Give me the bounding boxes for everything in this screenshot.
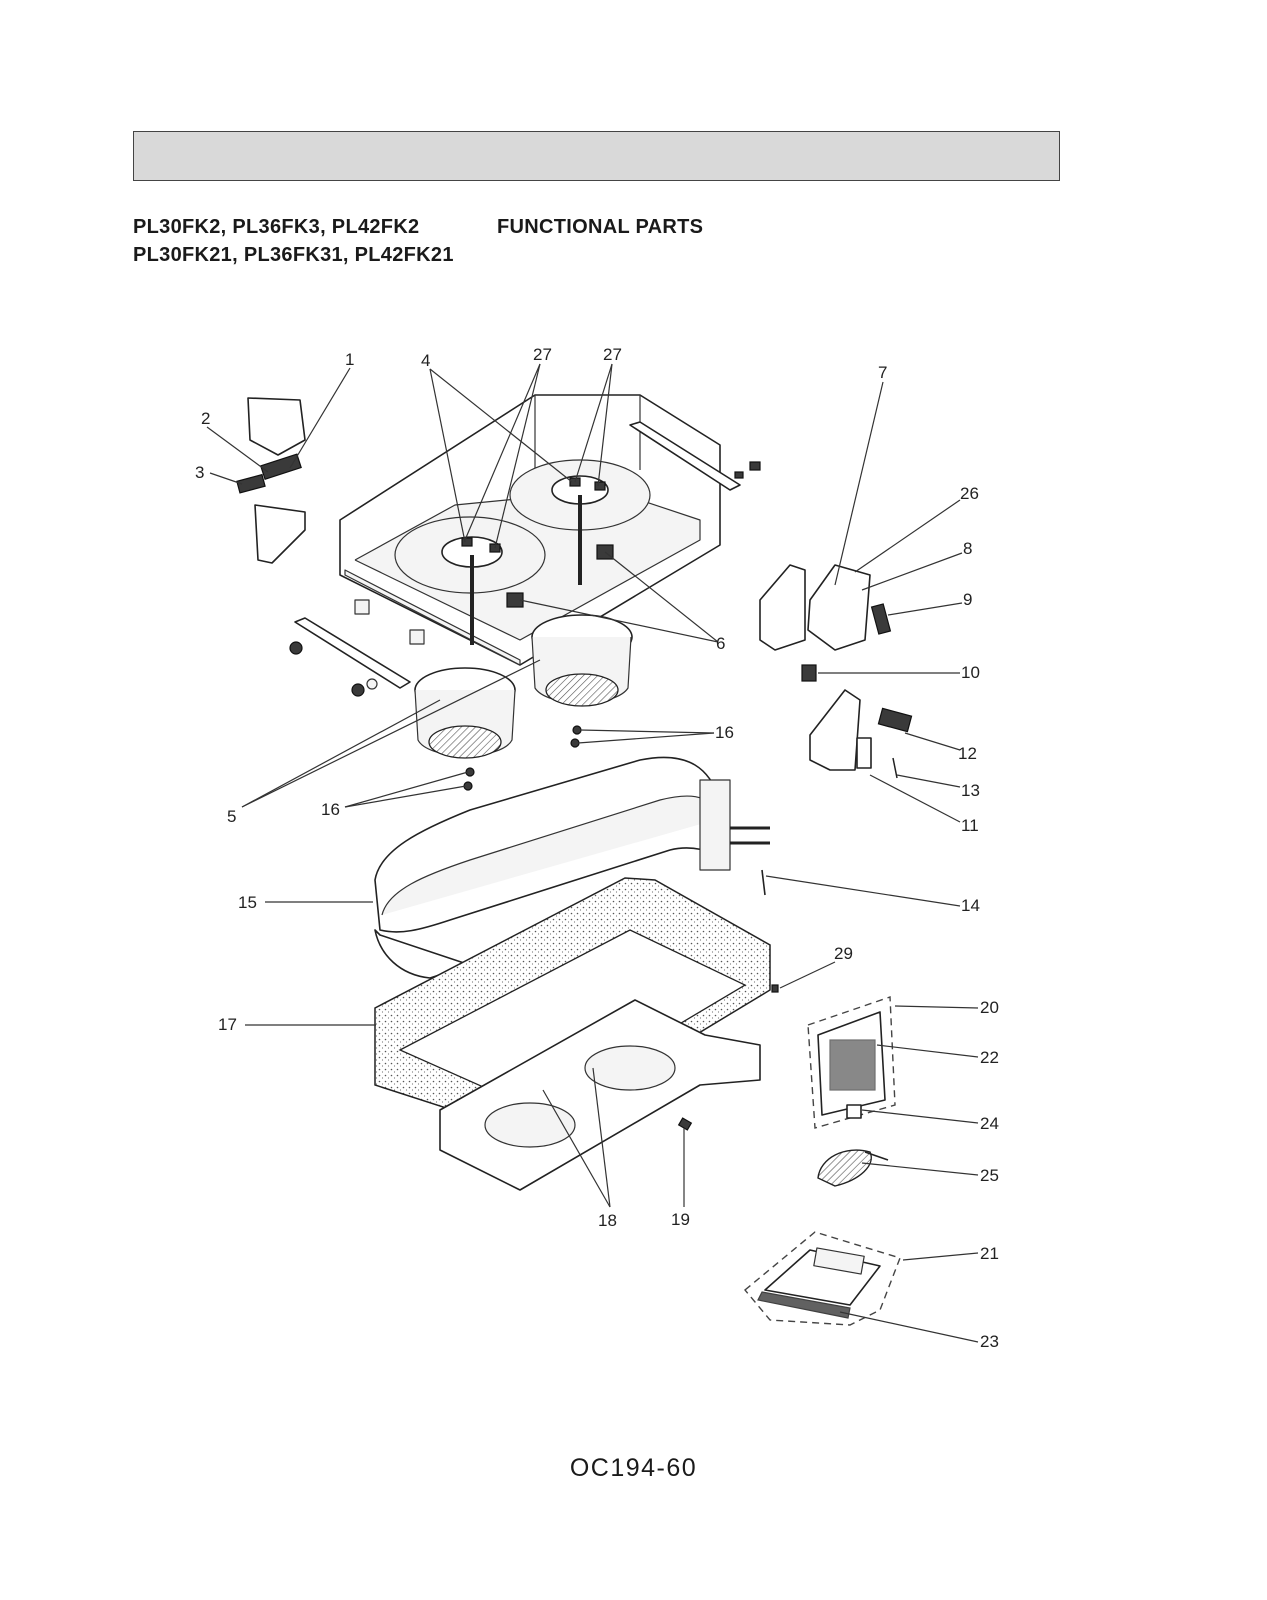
callout-25: 25 [980,1166,999,1185]
header-bar [133,131,1060,181]
callout-11: 11 [961,816,979,835]
callout-17: 17 [218,1015,237,1034]
callout-18: 18 [598,1211,617,1230]
section-title: FUNCTIONAL PARTS [497,216,704,238]
callout-3: 3 [195,463,204,482]
circuit-board [807,996,896,1129]
callout-16-left: 16 [321,800,340,819]
rail-bracket-left [289,617,411,697]
callout-26: 26 [960,484,979,503]
insulation-frame [374,877,779,1136]
rail-bracket-top [629,421,761,491]
bracket-assembly-1-2-3 [236,397,306,564]
callout-16-right: 16 [715,723,734,742]
callout-21: 21 [980,1244,999,1263]
callout-29: 29 [834,944,853,963]
main-casing [339,394,721,666]
callout-22: 22 [980,1048,999,1067]
callout-27-right: 27 [603,345,622,364]
heat-exchanger [374,756,770,979]
callout-19: 19 [671,1210,690,1229]
fan-left [414,667,516,759]
callout-4: 4 [421,351,430,370]
callout-1: 1 [345,350,354,369]
control-box [759,564,913,896]
callout-12: 12 [958,744,977,763]
callout-9: 9 [963,590,972,609]
callout-14: 14 [961,896,980,915]
model-list-line-2: PL30FK21, PL36FK31, PL42FK21 [133,244,454,266]
callout-24: 24 [980,1114,999,1133]
callout-23: 23 [980,1332,999,1351]
page-number: OC194-60 [569,1454,698,1482]
callout-13: 13 [961,781,980,800]
callout-5: 5 [227,807,236,826]
leader-lines [206,363,979,1343]
callout-15: 15 [238,893,257,912]
fan-right [531,614,633,707]
remote-controller [744,1231,901,1326]
callout-2: 2 [201,409,210,428]
model-list-line-1: PL30FK2, PL36FK3, PL42FK2 [133,216,420,238]
callout-27-left: 27 [533,345,552,364]
callout-10: 10 [961,663,980,682]
callout-8: 8 [963,539,972,558]
callout-6: 6 [716,634,725,653]
sensor-assembly [817,1149,889,1187]
callout-20: 20 [980,998,999,1017]
callout-7: 7 [878,363,887,382]
drain-pan [439,999,761,1191]
